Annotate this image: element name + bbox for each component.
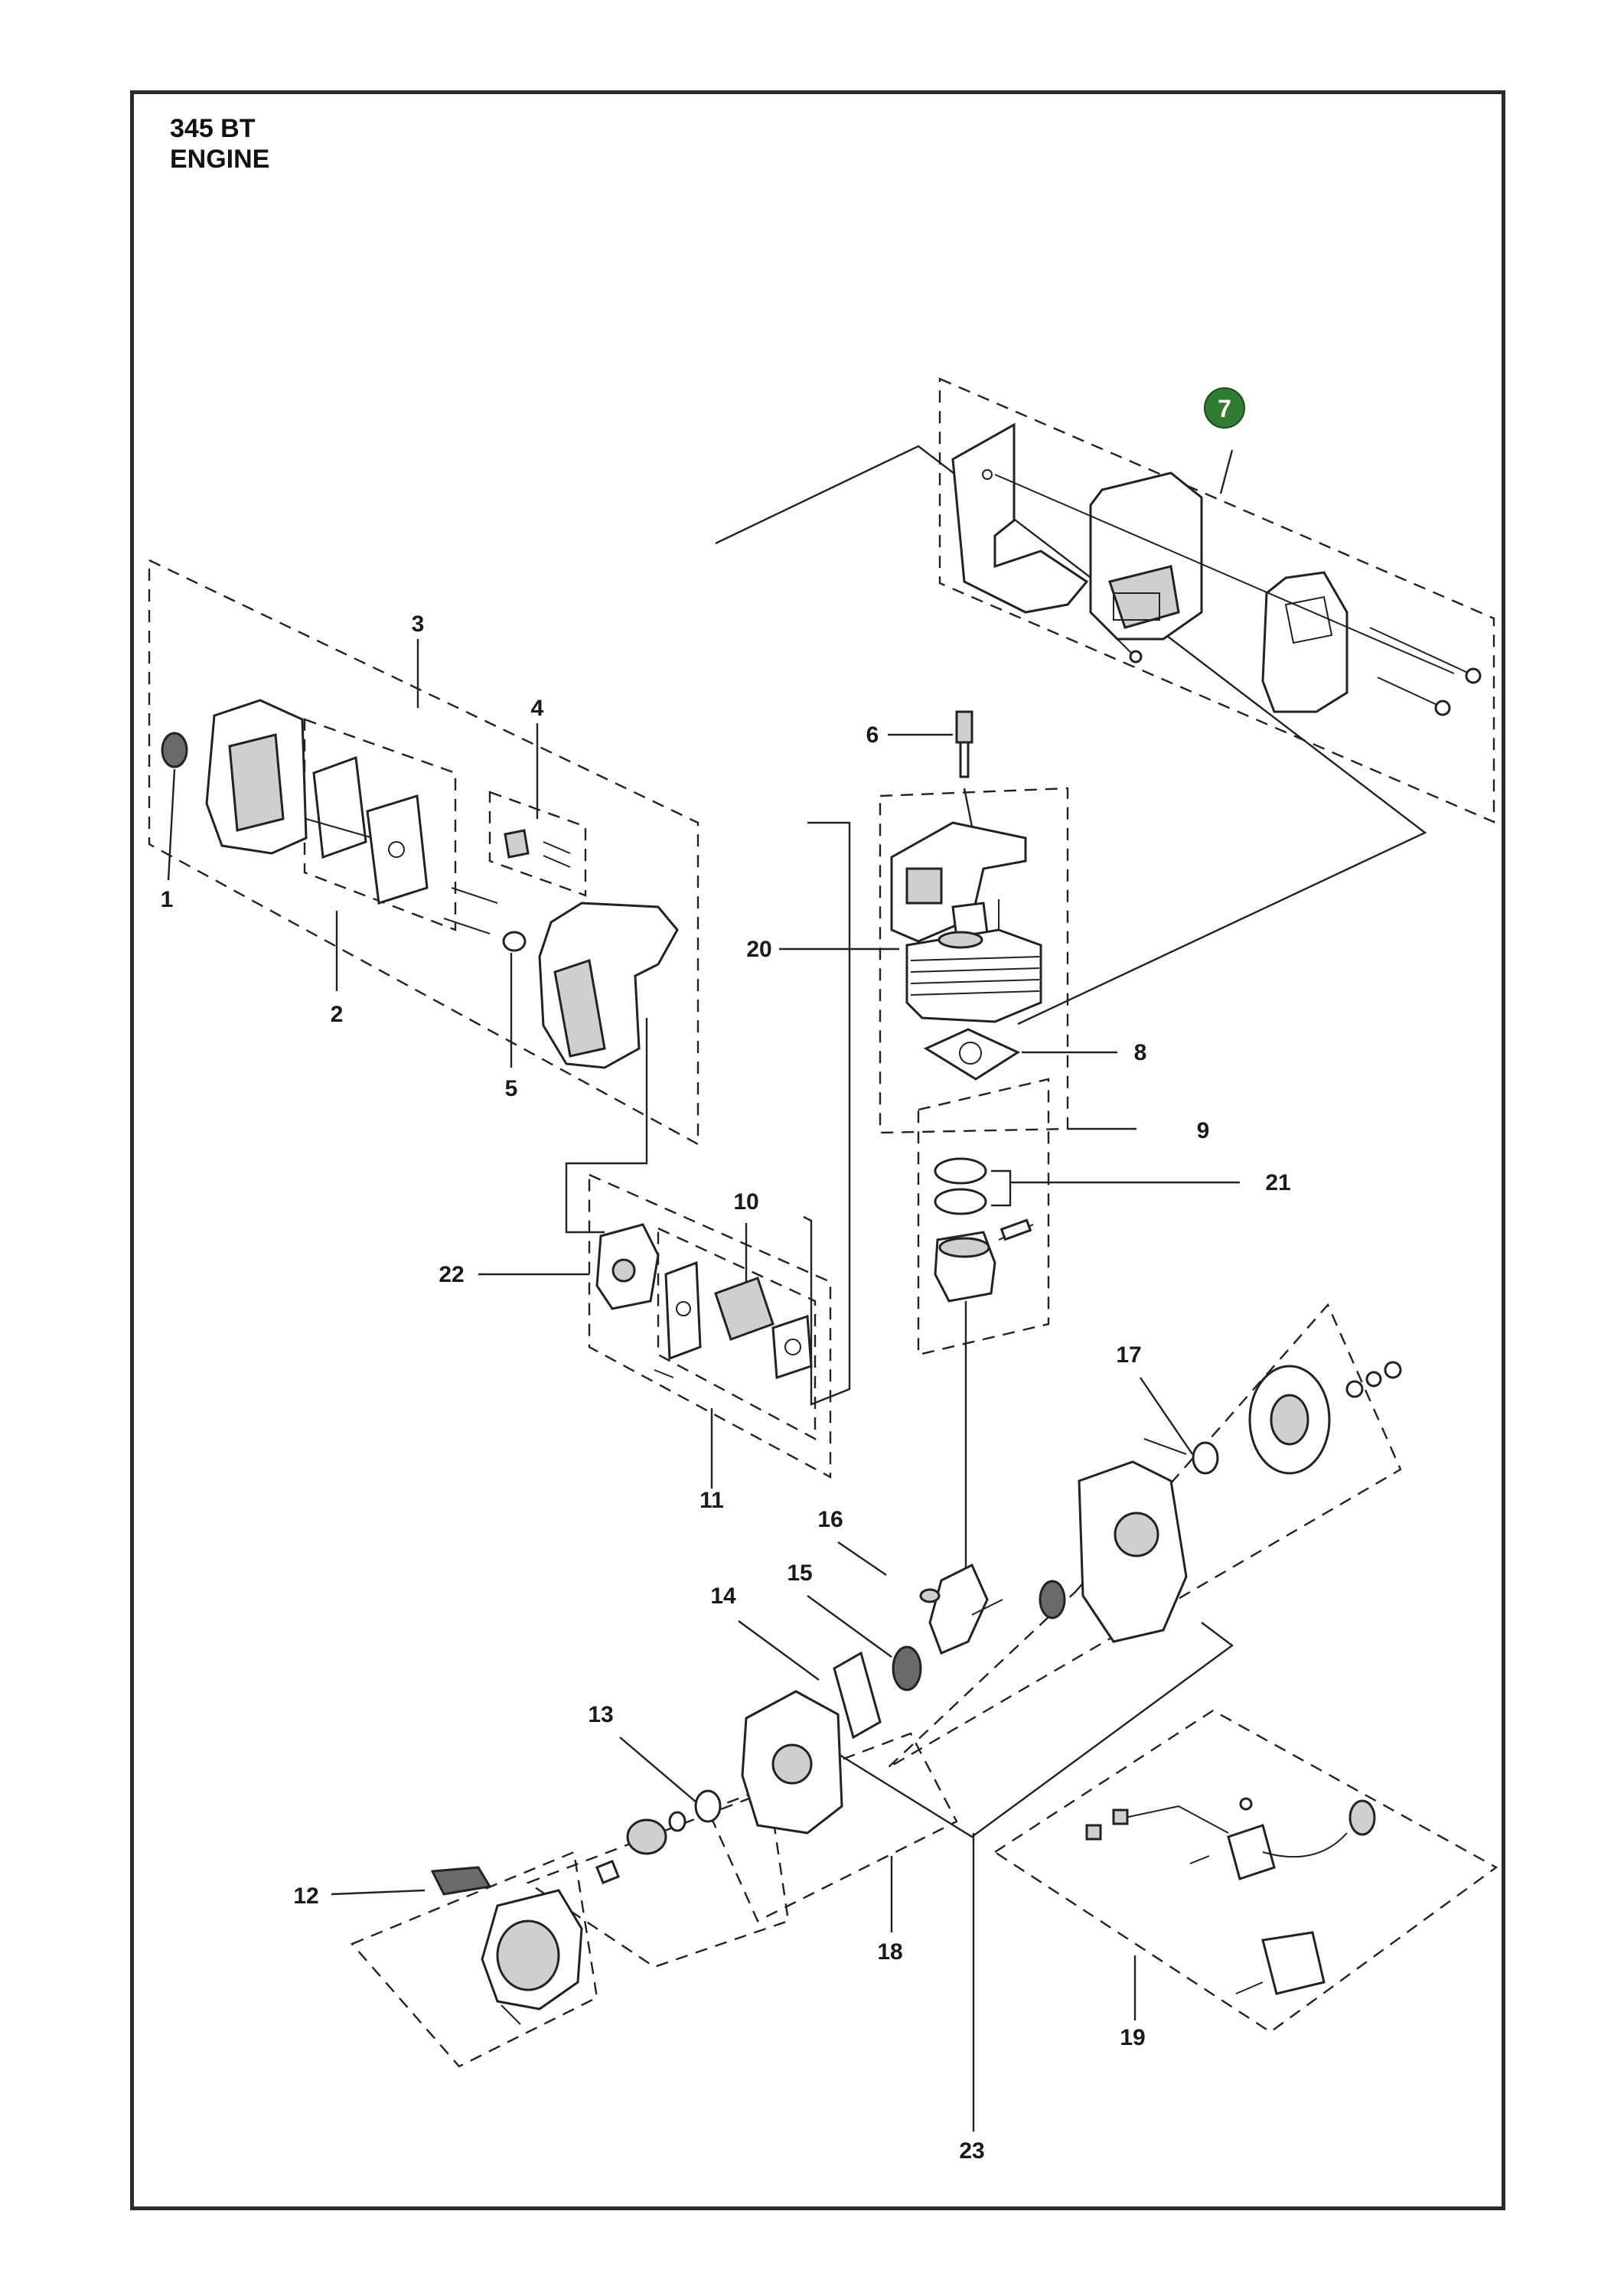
callout-23: 23 — [959, 2138, 984, 2164]
cylinder-assembly-group — [879, 710, 1069, 1573]
crankcase-assembly-group — [350, 1303, 1402, 2068]
callout-11: 11 — [699, 1488, 724, 1513]
leader-lines — [167, 639, 1240, 2131]
ignition-assembly-group — [993, 1709, 1498, 2033]
callout-10: 10 — [733, 1189, 758, 1215]
callout-8: 8 — [1134, 1040, 1147, 1065]
callout-17: 17 — [1116, 1342, 1141, 1368]
callout-1: 1 — [161, 887, 174, 912]
callout-16: 16 — [817, 1507, 843, 1532]
callout-9: 9 — [1197, 1118, 1210, 1143]
callout-15: 15 — [787, 1561, 812, 1586]
callout-21: 21 — [1265, 1170, 1290, 1195]
air-filter-assembly-group — [148, 559, 699, 1234]
callout-12: 12 — [293, 1883, 318, 1909]
callout-13: 13 — [588, 1702, 613, 1727]
callout-14: 14 — [710, 1583, 736, 1609]
callout-18: 18 — [877, 1939, 902, 1965]
callout-19: 19 — [1120, 2025, 1145, 2050]
callout-2: 2 — [331, 1002, 344, 1027]
callout-4: 4 — [531, 696, 544, 721]
title-block: 345 BT ENGINE — [170, 113, 269, 174]
callout-20: 20 — [746, 937, 771, 962]
section-title: ENGINE — [170, 145, 270, 174]
model-name: 345 BT — [170, 114, 256, 143]
callout-6: 6 — [866, 722, 879, 748]
callout-22: 22 — [439, 1262, 464, 1287]
highlight-badge-7: 7 — [1204, 387, 1245, 429]
callout-3: 3 — [412, 612, 425, 637]
callout-5: 5 — [505, 1076, 518, 1101]
intake-assembly-group — [588, 821, 851, 1479]
callout-labels: 1 2 3 4 5 6 7 8 9 10 11 12 13 14 15 16 1… — [161, 387, 1291, 2164]
drawing-frame — [130, 90, 1505, 2210]
callout-7: 7 — [1218, 395, 1231, 422]
muffler-assembly-group — [715, 377, 1495, 1026]
